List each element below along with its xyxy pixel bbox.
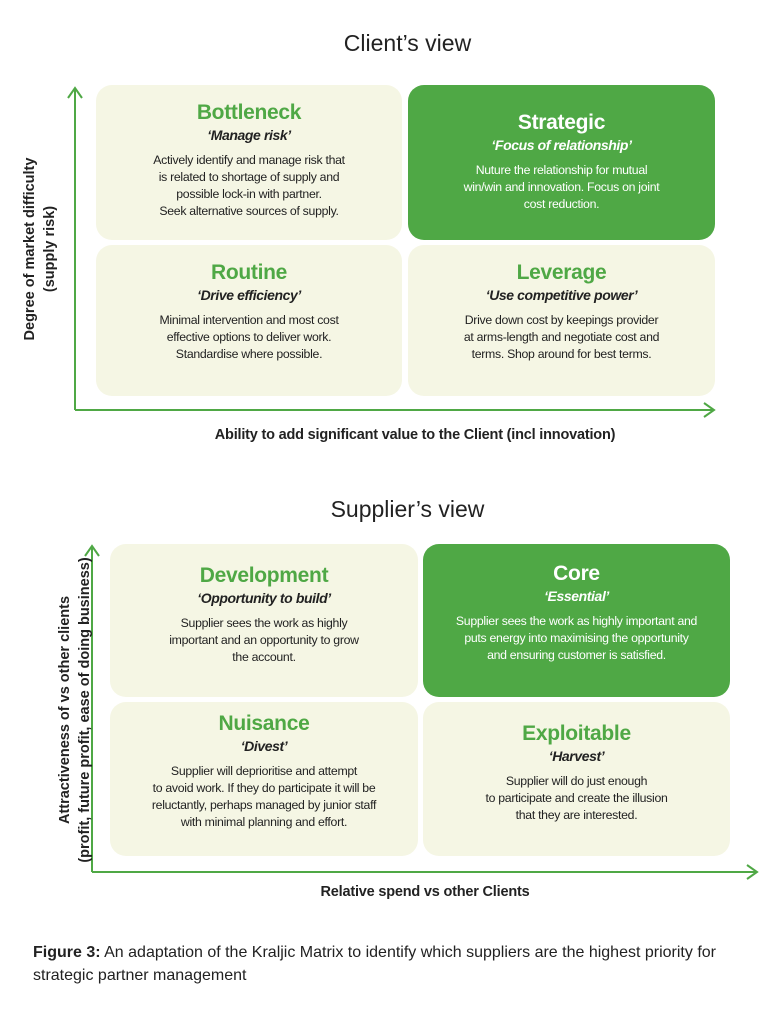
quadrant-title: Development — [199, 564, 329, 587]
supplier-y-axis-label: Attractiveness of vs other clients (prof… — [55, 525, 95, 895]
quadrant-subtitle: ‘Use competitive power’ — [485, 287, 638, 303]
quadrant-strategic: Strategic ‘Focus of relationship’ Nuture… — [408, 85, 715, 240]
quadrant-title: Leverage — [516, 261, 607, 284]
y-axis-line: (profit, future profit, ease of doing bu… — [77, 557, 93, 863]
client-x-axis-arrow — [75, 402, 716, 418]
supplier-x-axis-arrow — [92, 864, 759, 880]
client-y-axis-arrow — [67, 86, 83, 410]
y-axis-line: Attractiveness of vs other clients — [57, 595, 73, 825]
y-axis-line: (supply risk) — [42, 205, 58, 293]
quadrant-title: Exploitable — [522, 722, 631, 745]
quadrant-development: Development ‘Opportunity to build’ Suppl… — [110, 544, 418, 697]
supplier-y-axis-arrow — [84, 544, 100, 872]
quadrant-subtitle: ‘Focus of relationship’ — [491, 137, 632, 153]
quadrant-subtitle: ‘Harvest’ — [548, 748, 605, 764]
quadrant-core: Core ‘Essential’ Supplier sees the work … — [423, 544, 730, 697]
quadrant-title: Core — [553, 562, 600, 585]
y-axis-line: Degree of market difficulty — [22, 157, 38, 341]
quadrant-subtitle: ‘Manage risk’ — [207, 127, 291, 143]
quadrant-bottleneck: Bottleneck ‘Manage risk’ Actively identi… — [96, 85, 402, 240]
client-x-axis-label: Ability to add significant value to the … — [214, 427, 616, 443]
quadrant-title: Routine — [210, 261, 288, 284]
quadrant-subtitle: ‘Divest’ — [240, 738, 288, 754]
quadrant-subtitle: ‘Opportunity to build’ — [197, 590, 331, 606]
quadrant-title: Bottleneck — [196, 101, 302, 124]
quadrant-nuisance: Nuisance ‘Divest’ Supplier will depriori… — [110, 702, 418, 856]
figure-caption: Figure 3: An adaptation of the Kraljic M… — [33, 941, 763, 987]
supplier-x-axis-label: Relative spend vs other Clients — [320, 884, 530, 900]
quadrant-leverage: Leverage ‘Use competitive power’ Drive d… — [408, 245, 715, 396]
quadrant-description: Supplier sees the work as highly importa… — [455, 614, 698, 662]
supplier-view-title: Supplier’s view — [330, 496, 485, 522]
quadrant-title: Strategic — [517, 111, 606, 134]
quadrant-routine: Routine ‘Drive efficiency’ Minimal inter… — [96, 245, 402, 396]
quadrant-subtitle: ‘Drive efficiency’ — [197, 287, 301, 303]
client-y-axis-label: Degree of market difficulty (supply risk… — [20, 129, 60, 369]
client-view-title: Client’s view — [343, 30, 472, 56]
quadrant-exploitable: Exploitable ‘Harvest’ Supplier will do j… — [423, 702, 730, 856]
quadrant-subtitle: ‘Essential’ — [544, 588, 609, 604]
caption-label: Figure 3: — [33, 944, 101, 961]
quadrant-title: Nuisance — [218, 712, 310, 735]
caption-text: An adaptation of the Kraljic Matrix to i… — [33, 944, 716, 984]
